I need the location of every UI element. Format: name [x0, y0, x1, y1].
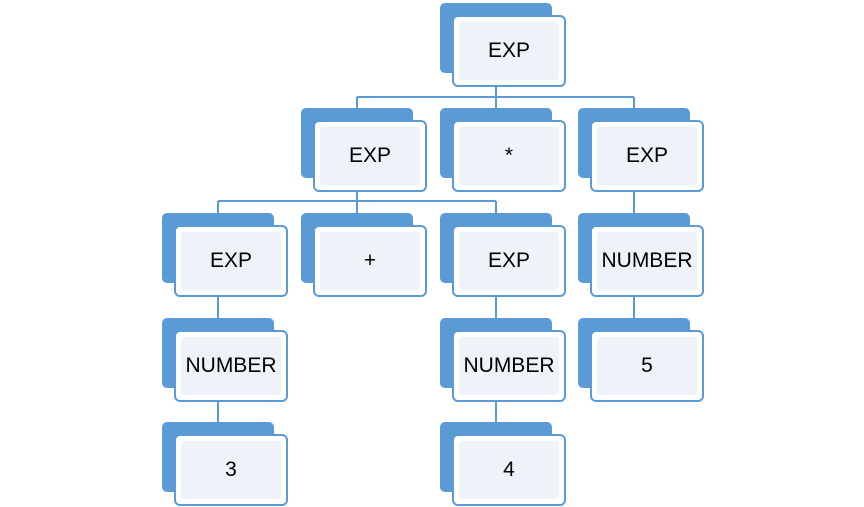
node-label: NUMBER — [185, 354, 277, 377]
node-label: + — [363, 249, 377, 272]
node-literal-four: 4 — [440, 422, 566, 507]
node-literal-five: 5 — [578, 318, 704, 403]
node-label: NUMBER — [463, 354, 555, 377]
node-label: EXP — [487, 249, 531, 272]
node-number-left-left: NUMBER — [162, 318, 288, 403]
node-label: 5 — [641, 354, 653, 377]
node-label: EXP — [487, 39, 531, 62]
node-exp-right: EXP — [578, 108, 704, 193]
node-times-operator: * — [440, 108, 566, 193]
node-exp-root: EXP — [440, 3, 566, 88]
node-exp-left-left: EXP — [162, 213, 288, 298]
node-label: * — [504, 144, 514, 167]
node-plus-operator: + — [301, 213, 427, 298]
node-label: 3 — [225, 458, 237, 481]
node-number-right: NUMBER — [578, 213, 704, 298]
node-label: 4 — [503, 458, 515, 481]
node-exp-left: EXP — [301, 108, 427, 193]
node-label: EXP — [209, 249, 253, 272]
node-number-left-right: NUMBER — [440, 318, 566, 403]
node-label: EXP — [625, 144, 669, 167]
node-label: EXP — [348, 144, 392, 167]
node-exp-left-right: EXP — [440, 213, 566, 298]
node-label: NUMBER — [601, 249, 693, 272]
node-literal-three: 3 — [162, 422, 288, 507]
